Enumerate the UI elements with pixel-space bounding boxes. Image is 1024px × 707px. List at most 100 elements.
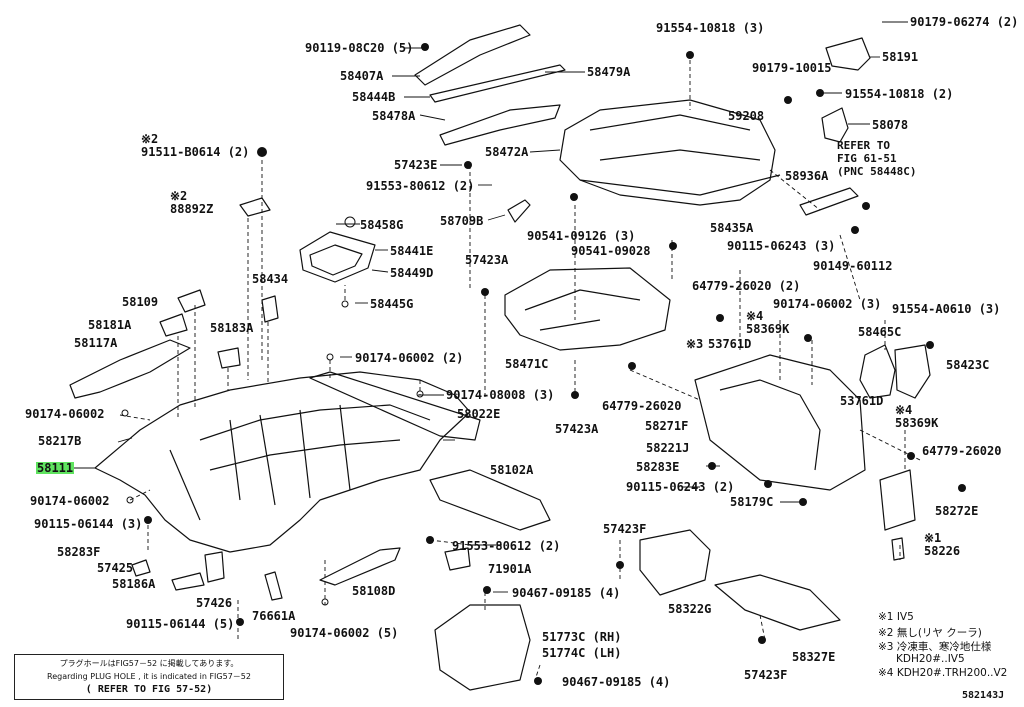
label-58478a[interactable]: 58478A [372, 109, 416, 123]
label-58221j[interactable]: 58221J [646, 441, 690, 455]
bracket-58191 [825, 37, 871, 71]
label-91554-a0610[interactable]: 91554-A0610 (3) [892, 302, 1001, 316]
label-58434[interactable]: 58434 [252, 272, 289, 286]
label-58183a[interactable]: 58183A [210, 321, 254, 335]
label-58191[interactable]: 58191 [882, 50, 919, 64]
clip-58183A [217, 347, 241, 369]
label-57423e[interactable]: 57423E [394, 158, 438, 172]
label-58407a[interactable]: 58407A [340, 69, 384, 83]
clip-71901A [444, 547, 471, 571]
label-57423a-m[interactable]: 57423A [555, 422, 599, 436]
label-64779-26020-r[interactable]: 64779-26020 [922, 444, 1002, 458]
label-58479a[interactable]: 58479A [587, 65, 631, 79]
label-90149-60112[interactable]: 90149-60112 [813, 259, 893, 273]
label-71901a[interactable]: 71901A [488, 562, 532, 576]
label-58283e[interactable]: 58283E [636, 460, 680, 474]
panel-58423C [894, 344, 931, 399]
label-58102a[interactable]: 58102A [490, 463, 534, 477]
plug-hole-refer[interactable]: ( REFER TO FIG 57-52) [85, 684, 213, 695]
label-57423f-b[interactable]: 57423F [744, 668, 788, 682]
label-91553-80612-b[interactable]: 91553-80612 (2) [452, 539, 561, 553]
label-58327e[interactable]: 58327E [792, 650, 836, 664]
label-90467-09185-b[interactable]: 90467-09185 (4) [562, 675, 671, 689]
label-90119-08c20[interactable]: 90119-08C20 (5) [305, 41, 414, 55]
label-90115-06243-2[interactable]: 90115-06243 (2) [626, 480, 735, 494]
label-90179-06274[interactable]: 90179-06274 (2) [910, 15, 1019, 29]
label-58283f[interactable]: 58283F [57, 545, 101, 559]
label-91553-80612-top[interactable]: 91553-80612 (2) [366, 179, 475, 193]
label-58272e[interactable]: 58272E [935, 504, 979, 518]
bracket-58936A [799, 187, 859, 216]
label-58271f[interactable]: 58271F [645, 419, 689, 433]
label-58471c[interactable]: 58471C [505, 357, 549, 371]
label-58435a[interactable]: 58435A [710, 221, 754, 235]
label-58445g[interactable]: 58445G [370, 297, 414, 311]
label-51774c[interactable]: 51774C (LH) [542, 646, 622, 660]
label-90174-06002-l2[interactable]: 90174-06002 [30, 494, 110, 508]
label-58111[interactable]: 58111 [36, 461, 75, 475]
label-57423f-top[interactable]: 57423F [603, 522, 647, 536]
label-58444b[interactable]: 58444B [352, 90, 396, 104]
clip-57426 [204, 551, 225, 583]
label-58186a[interactable]: 58186A [112, 577, 156, 591]
label-58936a[interactable]: 58936A [785, 169, 829, 183]
label-90541-09126[interactable]: 90541-09126 (3) [527, 229, 636, 243]
label-58108d[interactable]: 58108D [352, 584, 396, 598]
label-58709b[interactable]: 58709B [440, 214, 484, 228]
label-58449d[interactable]: 58449D [390, 266, 434, 280]
label-57426[interactable]: 57426 [196, 596, 233, 610]
label-88892z[interactable]: 88892Z [170, 202, 214, 216]
label-90541-09028[interactable]: 90541-09028 [571, 244, 651, 258]
label-58465c[interactable]: 58465C [858, 325, 902, 339]
label-90174-06002-l[interactable]: 90174-06002 [25, 407, 105, 421]
label-90174-06002-5[interactable]: 90174-06002 (5) [290, 626, 399, 640]
label-64779-26020-m[interactable]: 64779-26020 [602, 399, 682, 413]
label-76661a[interactable]: 76661A [252, 609, 296, 623]
label-90174-06002-r3[interactable]: 90174-06002 (3) [773, 297, 882, 311]
label-58217b[interactable]: 58217B [38, 434, 82, 448]
floor-ribs [169, 404, 351, 521]
label-refer-to: REFER TO [837, 139, 890, 152]
label-58322g[interactable]: 58322G [668, 602, 712, 616]
label-mark4a: ※4 [746, 309, 764, 323]
label-90174-08008[interactable]: 90174-08008 (3) [446, 388, 555, 402]
plug-hole-note-box: プラグホールはFIG57－52 に掲載してあります。 Regarding PLU… [14, 654, 284, 700]
clip-88892Z [239, 197, 271, 217]
ring-58465C [859, 344, 896, 399]
label-57423a-top[interactable]: 57423A [465, 253, 509, 267]
label-58109[interactable]: 58109 [122, 295, 159, 309]
label-90115-06243-r[interactable]: 90115-06243 (3) [727, 239, 836, 253]
bar-58444B [429, 64, 566, 103]
label-58369k-b[interactable]: 58369K [895, 416, 939, 430]
label-58423c[interactable]: 58423C [946, 358, 990, 372]
label-91511-b0614[interactable]: 91511-B0614 (2) [141, 145, 250, 159]
label-58369k-a[interactable]: 58369K [746, 322, 790, 336]
label-91554-10818-r[interactable]: 91554-10818 (2) [845, 87, 954, 101]
diagram-id: 582143J [962, 690, 1005, 701]
label-58179c[interactable]: 58179C [730, 495, 774, 509]
label-58226[interactable]: 58226 [924, 544, 961, 558]
floor-pan-main [94, 371, 471, 553]
bracket-58407A [414, 24, 531, 86]
label-58022e[interactable]: 58022E [457, 407, 501, 421]
label-90115-06144-3[interactable]: 90115-06144 (3) [34, 517, 143, 531]
label-58078[interactable]: 58078 [872, 118, 909, 132]
label-53761d-b[interactable]: 53761D [840, 394, 884, 408]
label-64779-26020-top[interactable]: 64779-26020 (2) [692, 279, 801, 293]
label-90115-06144-5[interactable]: 90115-06144 (5) [126, 617, 235, 631]
label-90179-10015[interactable]: 90179-10015 [752, 61, 832, 75]
label-58441e[interactable]: 58441E [390, 244, 434, 258]
label-53761d-a[interactable]: 53761D [708, 337, 752, 351]
panel-58471C [504, 267, 671, 351]
label-mark4b: ※4 [895, 403, 913, 417]
label-58117a[interactable]: 58117A [74, 336, 118, 350]
label-90174-06002-2[interactable]: 90174-06002 (2) [355, 351, 464, 365]
label-90467-09185-a[interactable]: 90467-09185 (4) [512, 586, 621, 600]
label-58458g[interactable]: 58458G [360, 218, 404, 232]
label-59208[interactable]: 59208 [728, 109, 765, 123]
label-51773c[interactable]: 51773C (RH) [542, 630, 622, 644]
label-57425[interactable]: 57425 [97, 561, 134, 575]
label-58181a[interactable]: 58181A [88, 318, 132, 332]
label-58472a[interactable]: 58472A [485, 145, 529, 159]
label-91554-10818-top[interactable]: 91554-10818 (3) [656, 21, 765, 35]
